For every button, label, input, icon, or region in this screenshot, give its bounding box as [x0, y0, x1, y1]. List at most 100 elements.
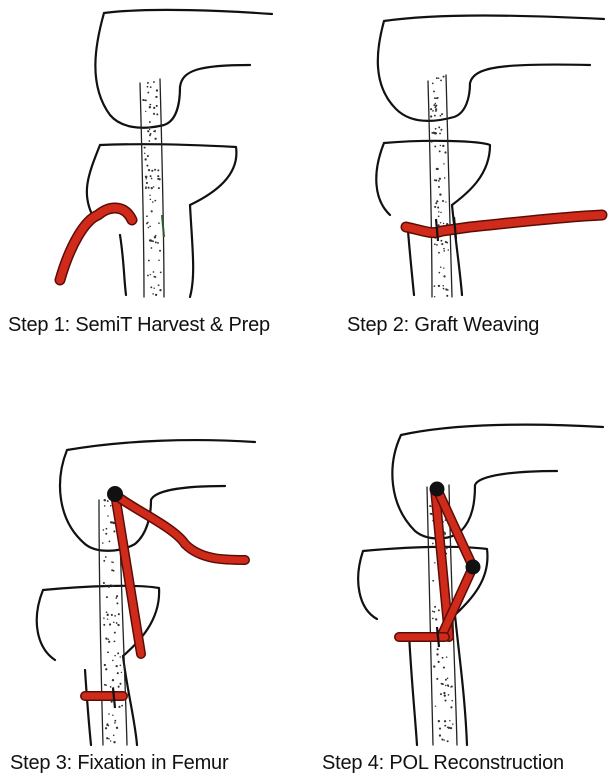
- stipple-dot: [151, 178, 153, 180]
- stipple-dot: [102, 542, 104, 544]
- stipple-dot: [443, 163, 444, 164]
- stipple-dot: [435, 132, 437, 134]
- stipple-dot: [156, 113, 158, 115]
- panel-step-1: [40, 5, 270, 295]
- caption-step-2: Step 2: Graft Weaving: [347, 314, 539, 337]
- stipple-dot: [113, 741, 115, 743]
- stipple-dot: [441, 243, 443, 245]
- stipple-dot: [148, 140, 150, 142]
- stipple-dot: [103, 582, 105, 584]
- stipple-dot: [114, 632, 116, 634]
- stipple-dot: [107, 618, 108, 619]
- stipple-dot: [116, 595, 118, 597]
- stipple-dot: [147, 155, 149, 157]
- stipple-dot: [435, 202, 437, 204]
- stipple-dot: [151, 187, 153, 189]
- stipple-dot: [443, 223, 444, 224]
- stipple-dot: [156, 105, 158, 107]
- stipple-dot: [151, 210, 153, 212]
- stipple-dot: [108, 586, 110, 588]
- stipple-dot: [150, 175, 152, 177]
- mcl-left-edge: [427, 487, 433, 745]
- stipple-dot: [118, 613, 120, 615]
- mcl-stipple: [430, 76, 449, 298]
- stipple-dot: [112, 660, 114, 662]
- knee-illustration-step-3: [25, 420, 275, 745]
- stipple-dot: [150, 274, 151, 275]
- stipple-dot: [432, 110, 434, 112]
- stipple-dot: [114, 722, 116, 724]
- stipple-dot: [114, 720, 116, 722]
- stipple-dot: [443, 250, 445, 252]
- stipple-dot: [434, 243, 436, 245]
- stipple-dot: [147, 86, 149, 88]
- stipple-dot: [440, 115, 442, 117]
- stipple-dot: [118, 686, 120, 688]
- stipple-dot: [443, 666, 445, 668]
- weave-slit: [437, 627, 439, 647]
- stipple-dot: [434, 106, 436, 108]
- stipple-dot: [158, 222, 160, 224]
- stipple-dot: [106, 528, 108, 530]
- stipple-dot: [103, 560, 105, 562]
- stipple-dot: [438, 78, 439, 79]
- stipple-dot: [104, 499, 106, 501]
- tibia-outline: [376, 141, 490, 295]
- stipple-dot: [429, 505, 431, 507]
- stipple-dot: [446, 548, 448, 550]
- mcl-right-edge: [160, 79, 164, 297]
- stipple-dot: [440, 212, 441, 213]
- stipple-dot: [439, 150, 441, 152]
- stipple-dot: [105, 585, 107, 587]
- stipple-dot: [439, 133, 441, 135]
- stipple-dot: [153, 186, 155, 188]
- stipple-dot: [151, 170, 153, 172]
- stipple-dot: [435, 108, 437, 110]
- stipple-dot: [117, 672, 119, 674]
- stipple-dot: [439, 728, 441, 730]
- stipple-dot: [448, 685, 450, 687]
- mcl-left-edge: [99, 500, 103, 745]
- stipple-dot: [445, 201, 446, 202]
- stipple-dot: [108, 713, 110, 715]
- stipple-dot: [157, 169, 159, 171]
- stipple-dot: [154, 169, 156, 171]
- stipple-dot: [145, 100, 147, 102]
- stipple-dot: [448, 694, 450, 696]
- knee-illustration-step-1: [40, 5, 270, 295]
- stipple-dot: [109, 623, 111, 625]
- stipple-dot: [149, 226, 151, 228]
- stipple-dot: [444, 531, 446, 533]
- stipple-dot: [146, 182, 148, 184]
- stipple-dot: [440, 266, 441, 267]
- stipple-dot: [147, 130, 149, 132]
- stipple-dot: [438, 661, 440, 663]
- stipple-dot: [117, 624, 119, 626]
- stipple-dot: [109, 540, 111, 542]
- stipple-dot: [110, 740, 111, 741]
- femoral-anchor: [430, 482, 445, 497]
- knee-illustration-step-2: [370, 5, 605, 295]
- stipple-dot: [159, 250, 161, 252]
- stipple-dot: [448, 727, 450, 729]
- stipple-dot: [105, 684, 107, 686]
- stipple-dot: [112, 585, 114, 587]
- stipple-dot: [432, 83, 434, 85]
- stipple-dot: [433, 611, 435, 613]
- stipple-dot: [105, 533, 107, 535]
- stipple-dot: [444, 725, 446, 727]
- stipple-dot: [447, 677, 449, 679]
- stipple-dot: [449, 720, 450, 721]
- stipple-dot: [443, 76, 445, 78]
- stipple-dot: [146, 165, 148, 167]
- stipple-dot: [145, 176, 147, 178]
- stipple-dot: [436, 200, 438, 202]
- stipple-dot: [444, 533, 446, 535]
- stipple-dot: [144, 153, 145, 154]
- stipple-dot: [149, 121, 151, 123]
- stipple-dot: [144, 147, 146, 149]
- stipple-dot: [108, 638, 110, 640]
- stipple-dot: [110, 686, 112, 688]
- stipple-dot: [438, 186, 440, 188]
- stipple-dot: [156, 96, 158, 98]
